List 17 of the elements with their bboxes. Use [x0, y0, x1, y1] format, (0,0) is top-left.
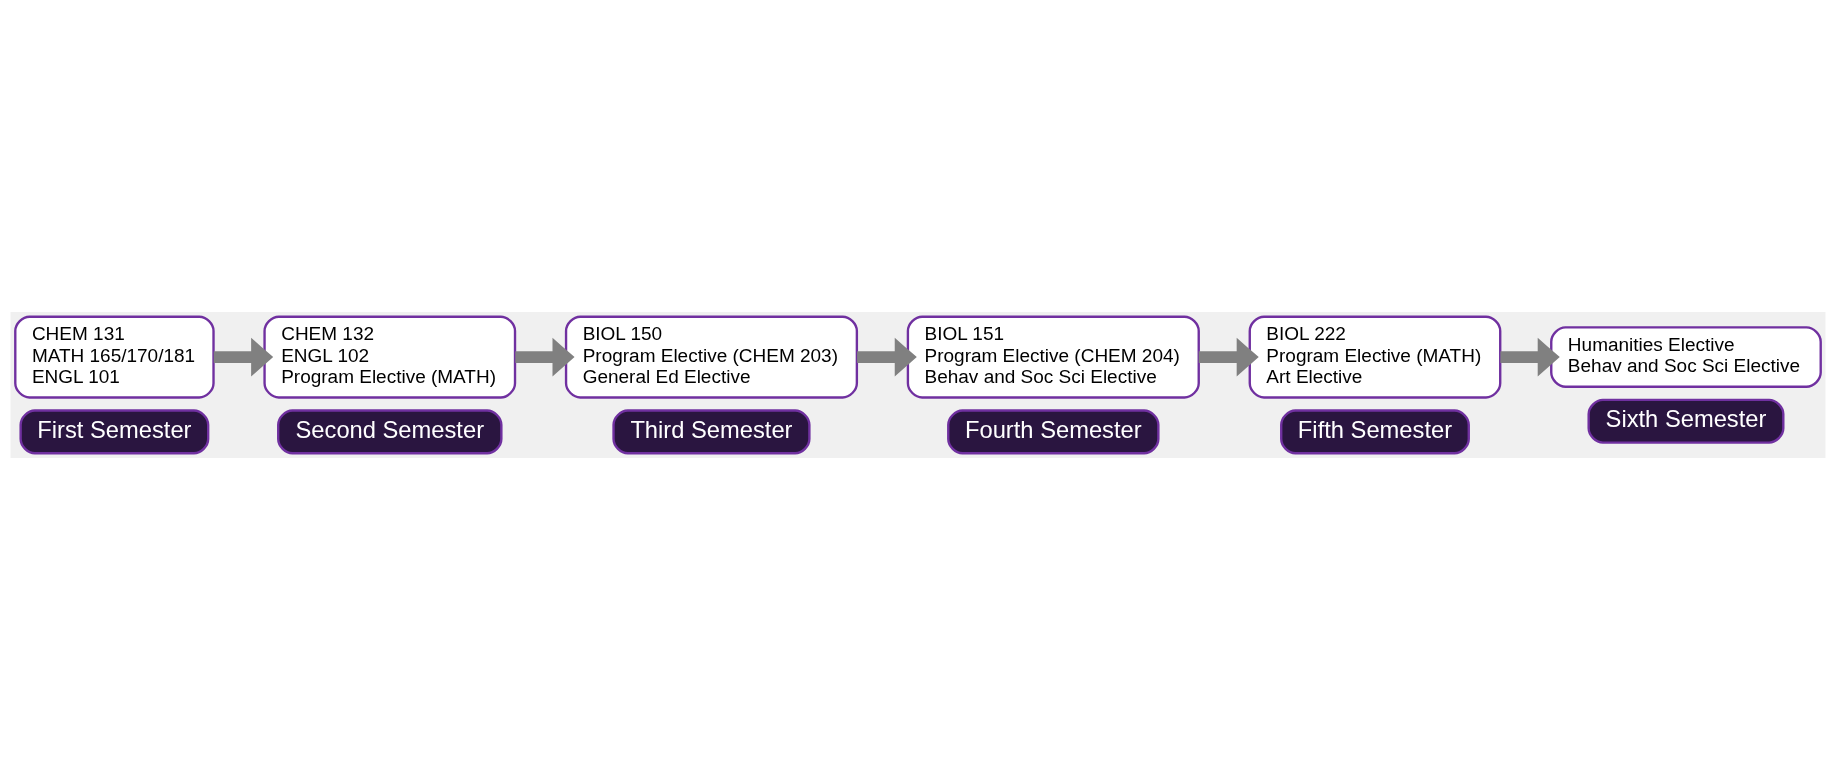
- arrow: [1499, 337, 1560, 376]
- node-box: BIOL 222 Program Elective (MATH) Art Elective: [1248, 315, 1501, 399]
- arrow: [1198, 337, 1259, 376]
- node-box: Sixth Semester: [1586, 398, 1784, 444]
- node-box: First Semester: [18, 408, 209, 454]
- node-box: Second Semester: [276, 408, 503, 454]
- arrow: [514, 337, 575, 376]
- node-box: Fourth Semester: [946, 408, 1160, 454]
- node-box: Third Semester: [611, 408, 811, 454]
- node-box: BIOL 150 Program Elective (CHEM 203) General Ed Elective: [564, 315, 858, 399]
- node-box: CHEM 131 MATH 165/170/181 ENGL 101: [13, 315, 215, 399]
- arrow: [213, 337, 273, 376]
- node-box: Fifth Semester: [1279, 408, 1470, 454]
- arrow: [856, 337, 917, 376]
- node-box: Humanities Elective Behav and Soc Sci Elective: [1549, 325, 1822, 388]
- node-box: BIOL 151 Program Elective (CHEM 204) Behav and Soc Sci Elective: [906, 315, 1200, 399]
- node-box: CHEM 132 ENGL 102 Program Elective (MATH): [262, 315, 516, 399]
